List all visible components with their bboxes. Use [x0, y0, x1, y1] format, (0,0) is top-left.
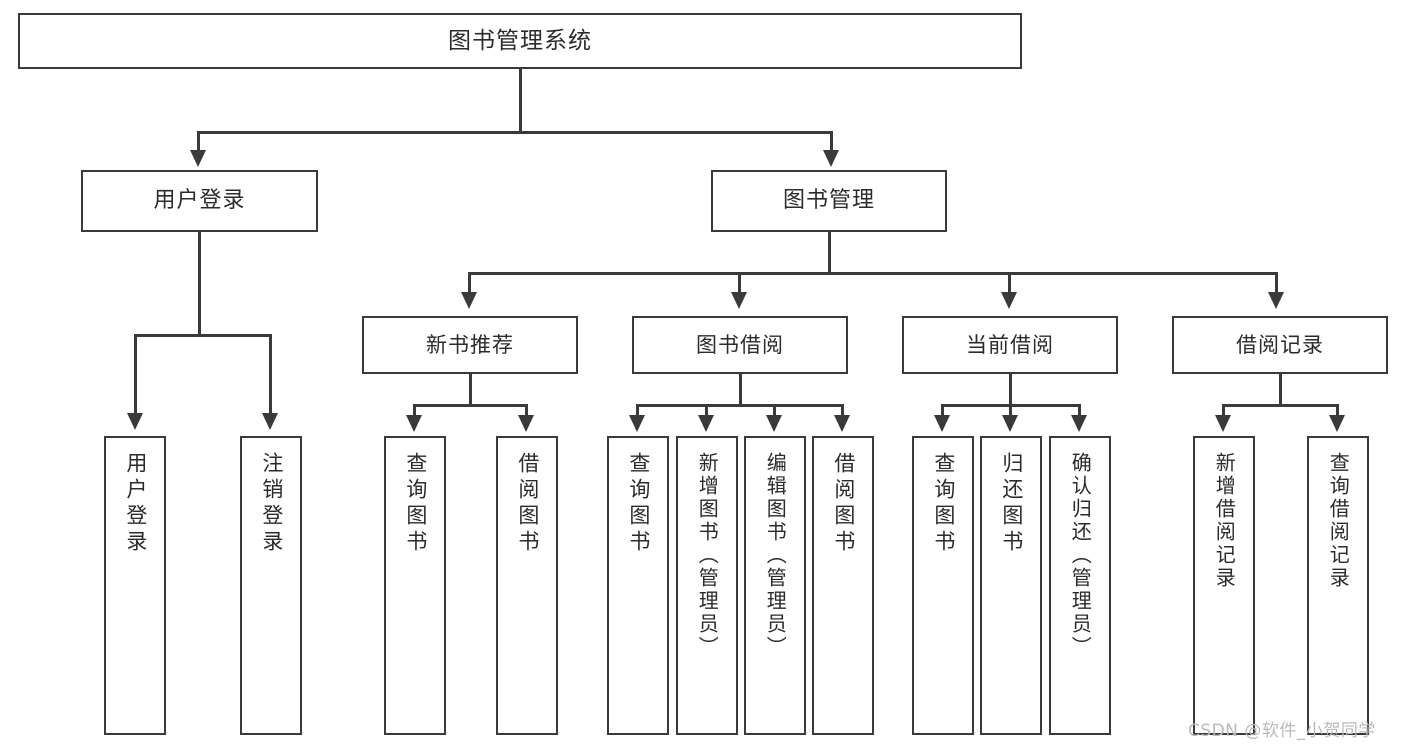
node-label: 确认归还（管理员） — [1068, 452, 1093, 659]
arrow-bm-to-borrow-record — [1268, 292, 1284, 309]
node-label: 查询图书 — [931, 452, 956, 556]
node-label: 归还图书 — [999, 452, 1024, 556]
edge-cb-drop-1 — [941, 404, 944, 420]
arrow-cb-leaf-1 — [934, 415, 950, 432]
arrow-bb-leaf-4 — [834, 415, 850, 432]
arrow-br-leaf-1 — [1215, 415, 1231, 432]
node-label: 图书管理系统 — [448, 27, 592, 54]
node-label: 编辑图书（管理员） — [763, 452, 788, 659]
edge-user-login-drop-1 — [134, 334, 137, 416]
arrow-cb-leaf-2 — [1002, 415, 1018, 432]
edge-br-drop-2 — [1336, 404, 1339, 420]
arrow-user-login-leaf-1 — [127, 413, 143, 430]
node-label: 查询图书 — [626, 452, 651, 556]
node-label: 借阅图书 — [831, 452, 856, 556]
arrow-bm-to-book-borrow — [731, 292, 747, 309]
edge-br-stem — [1279, 374, 1282, 406]
arrow-root-to-user-login — [190, 150, 206, 167]
edge-bb-drop-4 — [841, 404, 844, 420]
edge-user-login-stem — [198, 232, 201, 337]
arrow-bb-leaf-2 — [698, 415, 714, 432]
node-label: 新增图书（管理员） — [695, 452, 720, 659]
leaf-query-book-current[interactable]: 查询图书 — [912, 436, 974, 735]
edge-root-stem — [519, 69, 522, 133]
edge-bm-drop-3 — [1008, 272, 1011, 296]
node-new-book-recommend[interactable]: 新书推荐 — [362, 316, 578, 374]
edge-nb-bus — [413, 404, 528, 407]
edge-nb-stem — [469, 374, 472, 406]
arrow-br-leaf-2 — [1329, 415, 1345, 432]
leaf-add-borrow-record[interactable]: 新增借阅记录 — [1193, 436, 1255, 735]
node-label: 图书借阅 — [696, 332, 784, 357]
node-user-login[interactable]: 用户登录 — [81, 170, 318, 232]
node-book-management-system[interactable]: 图书管理系统 — [18, 13, 1022, 69]
arrow-cb-leaf-3 — [1071, 415, 1087, 432]
edge-cb-drop-2 — [1009, 404, 1012, 420]
edge-br-bus — [1222, 404, 1339, 407]
arrow-root-to-book-management — [823, 150, 839, 167]
edge-bb-drop-3 — [773, 404, 776, 420]
node-label: 注销登录 — [259, 452, 284, 556]
node-label: 查询借阅记录 — [1326, 452, 1351, 590]
leaf-edit-book-admin[interactable]: 编辑图书（管理员） — [744, 436, 806, 735]
node-borrow-record[interactable]: 借阅记录 — [1172, 316, 1388, 374]
arrow-bb-leaf-1 — [629, 415, 645, 432]
edge-root-to-book-management — [830, 131, 833, 153]
leaf-query-book-borrow[interactable]: 查询图书 — [607, 436, 669, 735]
node-label: 用户登录 — [153, 188, 246, 214]
edge-user-login-bus — [134, 334, 272, 337]
node-label: 当前借阅 — [966, 332, 1054, 357]
leaf-borrow-book[interactable]: 借阅图书 — [812, 436, 874, 735]
node-label: 用户登录 — [123, 452, 148, 556]
edge-bb-drop-1 — [636, 404, 639, 420]
edge-user-login-drop-2 — [269, 334, 272, 416]
edge-cb-drop-3 — [1078, 404, 1081, 420]
edge-bm-drop-1 — [468, 272, 471, 296]
node-current-borrow[interactable]: 当前借阅 — [902, 316, 1118, 374]
node-label: 借阅记录 — [1236, 332, 1324, 357]
leaf-query-book-new[interactable]: 查询图书 — [384, 436, 446, 735]
arrow-bm-to-current-borrow — [1001, 292, 1017, 309]
node-label: 新增借阅记录 — [1212, 452, 1237, 590]
arrow-bb-leaf-3 — [766, 415, 782, 432]
leaf-confirm-return-admin[interactable]: 确认归还（管理员） — [1049, 436, 1111, 735]
leaf-query-borrow-record[interactable]: 查询借阅记录 — [1307, 436, 1369, 735]
edge-bb-bus — [636, 404, 844, 407]
edge-bb-drop-2 — [705, 404, 708, 420]
edge-nb-drop-1 — [413, 404, 416, 420]
arrow-user-login-leaf-2 — [262, 413, 278, 430]
csdn-watermark: CSDN @软件_小贺同学 — [1188, 721, 1376, 741]
arrow-nb-leaf-2 — [518, 415, 534, 432]
edge-root-bus — [197, 131, 833, 134]
edge-br-drop-1 — [1222, 404, 1225, 420]
leaf-borrow-book-new[interactable]: 借阅图书 — [496, 436, 558, 735]
node-label: 新书推荐 — [426, 332, 514, 357]
edge-root-to-user-login — [197, 131, 200, 153]
node-label: 图书管理 — [782, 188, 875, 214]
edge-nb-drop-2 — [525, 404, 528, 420]
node-book-management[interactable]: 图书管理 — [711, 170, 947, 232]
leaf-return-book[interactable]: 归还图书 — [980, 436, 1042, 735]
node-book-borrow[interactable]: 图书借阅 — [632, 316, 848, 374]
leaf-logout[interactable]: 注销登录 — [240, 436, 302, 735]
node-label: 借阅图书 — [515, 452, 540, 556]
edge-bm-drop-4 — [1275, 272, 1278, 296]
edge-bb-stem — [739, 374, 742, 406]
node-label: 查询图书 — [403, 452, 428, 556]
arrow-nb-leaf-1 — [406, 415, 422, 432]
edge-cb-stem — [1009, 374, 1012, 406]
edge-book-management-stem — [828, 232, 831, 274]
edge-book-management-bus — [468, 272, 1278, 275]
leaf-user-login[interactable]: 用户登录 — [104, 436, 166, 735]
arrow-bm-to-new-book — [461, 292, 477, 309]
edge-bm-drop-2 — [738, 272, 741, 296]
leaf-add-book-admin[interactable]: 新增图书（管理员） — [676, 436, 738, 735]
